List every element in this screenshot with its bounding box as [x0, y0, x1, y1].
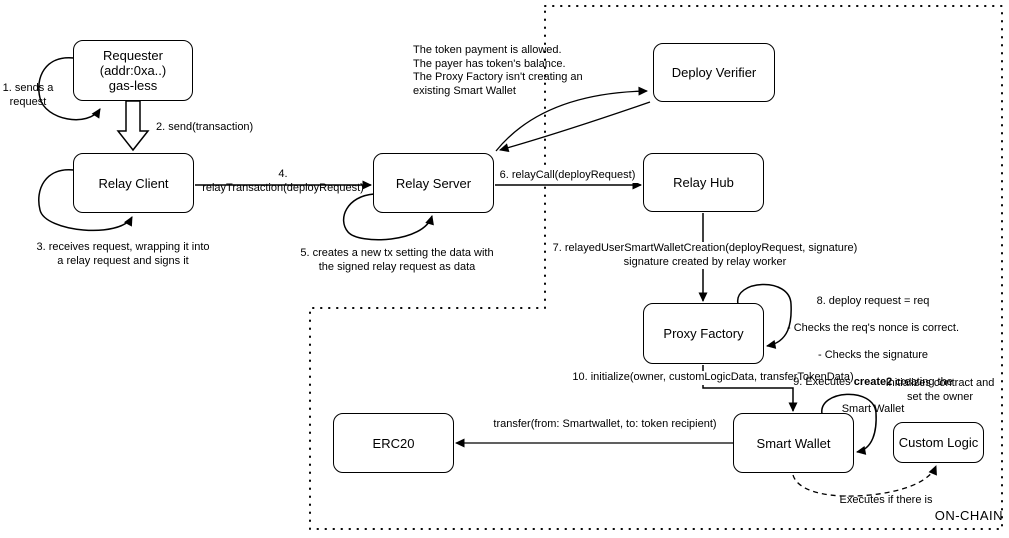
- label-step6: 6. relayCall(deployRequest): [497, 169, 638, 183]
- node-smart-wallet: Smart Wallet: [733, 413, 854, 473]
- proxy-note-line1: 8. deploy request = req: [816, 294, 930, 307]
- note-initializes-owner: Initializes contract and set the owner: [885, 377, 995, 403]
- node-requester: Requester (addr:0xa..) gas-less: [73, 40, 193, 101]
- node-custom-logic: Custom Logic: [893, 422, 984, 463]
- loop-relay-server-arrow: [342, 193, 434, 241]
- loop-smart-wallet-arrow: [821, 393, 877, 455]
- note-proxy-factory-steps: 8. deploy request = req - Checks the req…: [783, 281, 963, 430]
- label-on-chain: ON-CHAIN: [934, 508, 1003, 523]
- node-proxy-factory: Proxy Factory: [643, 303, 764, 364]
- proxy-note-line2: - Checks the req's nonce is correct.: [786, 321, 960, 334]
- loop-relay-client-arrow: [38, 169, 133, 232]
- label-transfer: transfer(from: Smartwallet, to: token re…: [493, 418, 717, 430]
- node-relay-hub: Relay Hub: [643, 153, 764, 212]
- proxy-note-line5: Smart Wallet: [841, 402, 905, 415]
- note-verifier-checks: The token payment is allowed. The payer …: [413, 44, 583, 97]
- label-step10: 10. initialize(owner, customLogicData, t…: [568, 371, 858, 385]
- label-step1: 1. sends a request: [2, 82, 54, 108]
- on-chain-boundary: [309, 5, 1003, 530]
- label-executes-if-there-is: Executes if there is: [839, 494, 933, 506]
- arrow-deploy-verifier-to-relay-server: [499, 101, 651, 153]
- node-deploy-verifier: Deploy Verifier: [653, 43, 775, 102]
- proxy-note-line3: - Checks the signature: [817, 348, 929, 361]
- block-arrow-send-transaction: [116, 100, 150, 152]
- loop-proxy-factory-arrow: [737, 283, 792, 349]
- label-step3: 3. receives request, wrapping it into a …: [36, 241, 210, 267]
- arrow-relay-server-to-deploy-verifier: [495, 86, 648, 152]
- node-relay-client: Relay Client: [73, 153, 194, 213]
- proxy-note-line4: 9. Executes create2 creating the: [793, 375, 953, 388]
- node-relay-server: Relay Server: [373, 153, 494, 213]
- arrow-executes-custom-logic: [792, 465, 937, 497]
- node-erc20: ERC20: [333, 413, 454, 473]
- label-step2: 2. send(transaction): [156, 121, 254, 133]
- label-step7: 7. relayedUserSmartWalletCreation(deploy…: [550, 242, 860, 269]
- label-step5: 5. creates a new tx setting the data wit…: [300, 247, 494, 273]
- label-step4: 4. relayTransaction(deployRequest): [202, 168, 364, 194]
- loop-requester-arrow: [38, 57, 101, 121]
